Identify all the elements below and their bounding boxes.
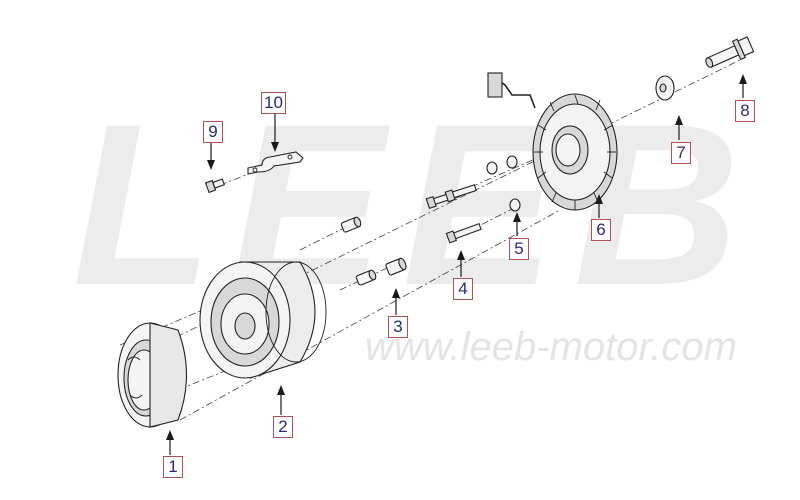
- part-4-screws: [425, 184, 482, 244]
- callout-1: 1: [163, 456, 183, 478]
- part-3-bolts: [340, 216, 407, 286]
- website-watermark: www.leeb-motor.com: [365, 325, 737, 369]
- part-6-stator: [487, 72, 618, 211]
- assembly-center-lines: [119, 59, 741, 421]
- callout-6: 6: [591, 219, 611, 241]
- part-9-screw: [204, 178, 226, 194]
- callout-9: 9: [203, 121, 223, 143]
- leader-lines: [166, 74, 747, 455]
- callout-5: 5: [509, 238, 529, 260]
- callout-3: 3: [388, 316, 408, 338]
- part-10-cable-clamp: [247, 151, 304, 175]
- part-7-spacer: [655, 75, 675, 101]
- callout-10: 10: [261, 92, 286, 114]
- brand-watermark: LEEB: [72, 76, 758, 333]
- part-8-flange-bolt: [705, 36, 755, 68]
- callout-7: 7: [671, 142, 691, 164]
- part-1-seal-ring: [117, 322, 188, 428]
- part-2-flywheel-rotor: [199, 261, 327, 379]
- part-5-washers: [486, 155, 521, 212]
- callout-2: 2: [273, 416, 293, 438]
- callout-8: 8: [735, 100, 755, 122]
- callout-4: 4: [453, 278, 473, 300]
